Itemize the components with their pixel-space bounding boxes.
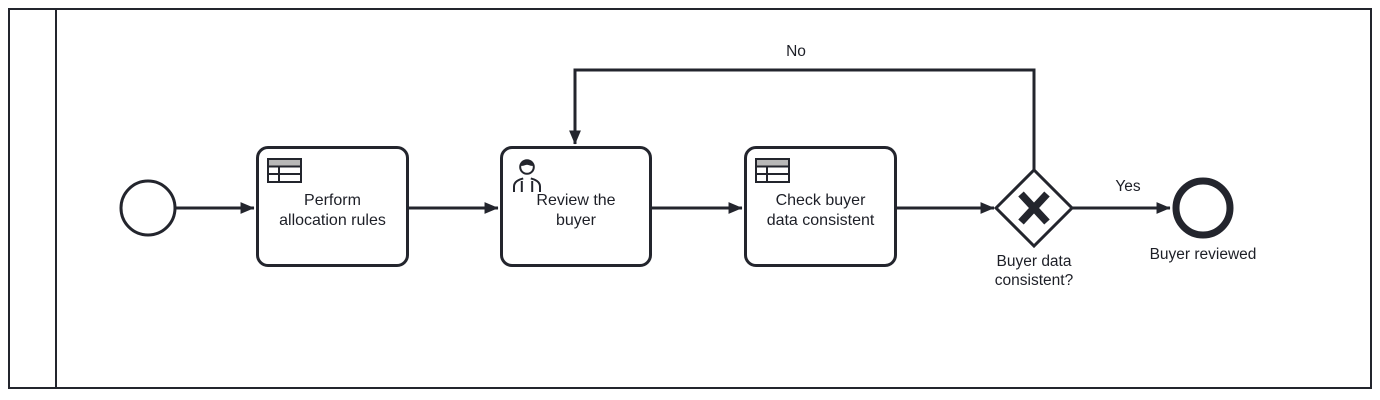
user-icon [513, 159, 541, 192]
flow-gateway-to-task2-no [569, 68, 1036, 170]
end-event-label: Buyer reviewed [1149, 246, 1257, 263]
task-label: Review the buyer [536, 191, 616, 229]
task-review-the-buyer[interactable]: Review the buyer [500, 146, 652, 267]
business-rule-table-icon [755, 158, 790, 183]
gateway-label: Buyer data consistent? [994, 253, 1074, 289]
task-perform-allocation-rules[interactable]: Perform allocation rules [256, 146, 409, 267]
x-marker-icon [1018, 191, 1050, 225]
task-check-buyer-data-consistent[interactable]: Check buyer data consistent [744, 146, 897, 267]
process-pool [8, 8, 1372, 389]
business-rule-table-icon [267, 158, 302, 183]
end-event[interactable] [1172, 177, 1234, 239]
flow-label-yes: Yes [1115, 178, 1141, 195]
start-event[interactable] [119, 179, 177, 237]
task-label: Check buyer data consistent [766, 191, 875, 229]
task-label: Perform allocation rules [279, 191, 386, 229]
pool-header-divider [55, 10, 57, 387]
flow-label-no: No [786, 43, 806, 60]
